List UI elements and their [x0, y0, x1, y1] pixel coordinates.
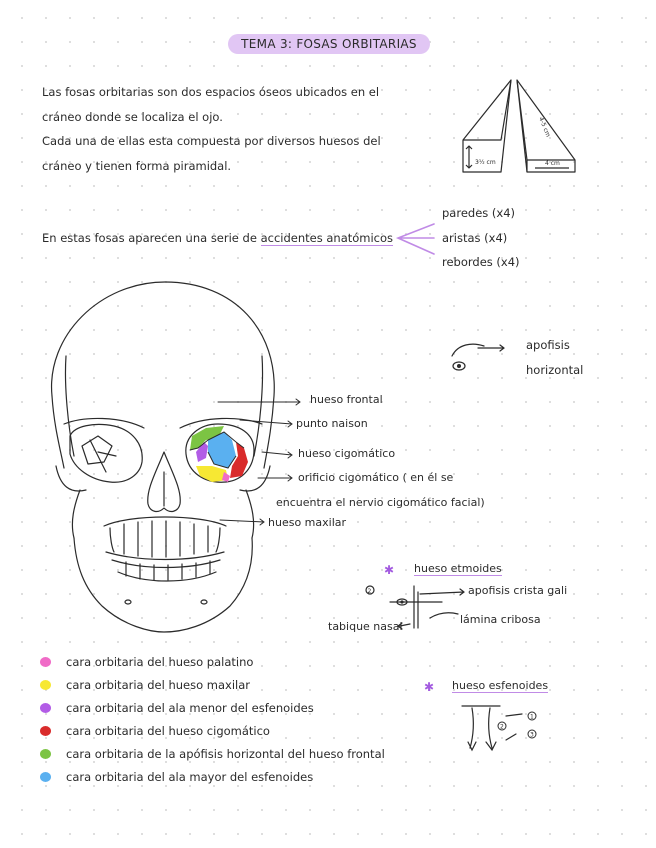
apofisis-line: horizontal: [526, 362, 584, 377]
color-legend: cara orbitaria del hueso palatino cara o…: [38, 651, 385, 789]
legend-dot-green: [40, 749, 51, 759]
legend-label: cara orbitaria de la apófisis horizontal…: [66, 747, 385, 761]
orbit-face-green: [190, 426, 224, 450]
bracket-arrow-icon: [395, 223, 435, 255]
pyramid-left-label: 3½ cm: [475, 159, 496, 166]
accidents-link: accidentes anatómicos: [260, 231, 394, 246]
label-tabique-nasal: tabique nasal: [328, 620, 403, 633]
accidents-list: paredes (x4) aristas (x4) rebordes (x4): [442, 201, 520, 275]
legend-item: cara orbitaria del ala menor del esfenoi…: [38, 697, 385, 720]
intro-line: cráneo y tienen forma piramidal.: [42, 158, 232, 173]
intro-paragraph: Las fosas orbitarias son dos espacios ós…: [42, 80, 381, 178]
accidents-sentence: En estas fosas aparecen una serie de acc…: [42, 226, 394, 251]
legend-item: cara orbitaria del ala mayor del esfenoi…: [38, 766, 385, 789]
legend-dot-yellow: [40, 680, 51, 690]
orbit-face-purple: [196, 442, 208, 462]
legend-item: cara orbitaria de la apófisis horizontal…: [38, 743, 385, 766]
intro-line: Cada una de ellas esta compuesta por div…: [42, 134, 381, 148]
legend-dot-purple: [40, 703, 51, 713]
esfenoides-diagram: 1 2 3: [461, 705, 537, 752]
legend-label: cara orbitaria del hueso cigomático: [66, 724, 270, 738]
list-item: rebordes (x4): [442, 255, 520, 269]
pyramid-right-label: 4 cm: [545, 160, 560, 167]
legend-label: cara orbitaria del hueso maxilar: [66, 678, 251, 692]
legend-item: cara orbitaria del hueso cigomático: [38, 720, 385, 743]
etmoides-diagram: 2: [365, 585, 465, 630]
star-icon: ✱: [384, 563, 395, 577]
label-hueso-cigomatico: hueso cigomático: [298, 447, 396, 460]
esfenoides-num-1: 1: [530, 714, 534, 721]
label-orificio-cigomatico-cont: encuentra el nervio cigomático facial): [276, 496, 485, 509]
apofisis-label: apofisis horizontal: [526, 333, 583, 382]
label-crista-gali: apofisis crista gali: [468, 584, 568, 597]
orbit-face-pink: [222, 472, 230, 482]
label-punto-naison: punto naison: [296, 417, 368, 430]
etmoides-title: hueso etmoides: [414, 562, 502, 576]
eye-icon: [451, 343, 505, 371]
skull-drawing: [50, 281, 275, 633]
orbit-face-yellow: [196, 466, 228, 482]
label-hueso-frontal: hueso frontal: [310, 393, 383, 406]
label-hueso-maxilar: hueso maxilar: [268, 516, 347, 529]
label-lamina-cribosa: lámina cribosa: [460, 613, 541, 626]
esfenoides-num-3: 3: [530, 732, 534, 739]
legend-item: cara orbitaria del hueso maxilar: [38, 674, 385, 697]
pyramid-diagram: 4-5 cm 3½ cm 4 cm: [462, 79, 576, 173]
list-item: aristas (x4): [442, 230, 508, 245]
page-title: TEMA 3: FOSAS ORBITARIAS: [228, 34, 430, 54]
legend-label: cara orbitaria del hueso palatino: [66, 655, 254, 669]
label-orificio-cigomatico: orificio cigomático ( en él se: [298, 471, 454, 484]
legend-label: cara orbitaria del ala menor del esfenoi…: [66, 701, 314, 715]
legend-dot-blue: [40, 772, 51, 782]
legend-item: cara orbitaria del hueso palatino: [38, 651, 385, 674]
legend-dot-pink: [40, 657, 51, 667]
orbit-face-blue: [208, 432, 236, 468]
apofisis-line: apofisis: [526, 338, 570, 352]
accidents-prefix: En estas fosas aparecen una serie de: [42, 231, 257, 245]
esfenoides-title: hueso esfenoides: [452, 679, 549, 693]
etmoides-number: 2: [368, 588, 372, 595]
list-item: paredes (x4): [442, 206, 516, 220]
intro-line: Las fosas orbitarias son dos espacios ós…: [42, 85, 380, 99]
orbit-face-red: [230, 442, 248, 478]
star-icon: ✱: [424, 680, 435, 694]
intro-line: cráneo donde se localiza el ojo.: [42, 109, 223, 124]
legend-label: cara orbitaria del ala mayor del esfenoi…: [66, 770, 314, 784]
legend-dot-red: [40, 726, 51, 736]
esfenoides-num-2: 2: [500, 724, 504, 731]
